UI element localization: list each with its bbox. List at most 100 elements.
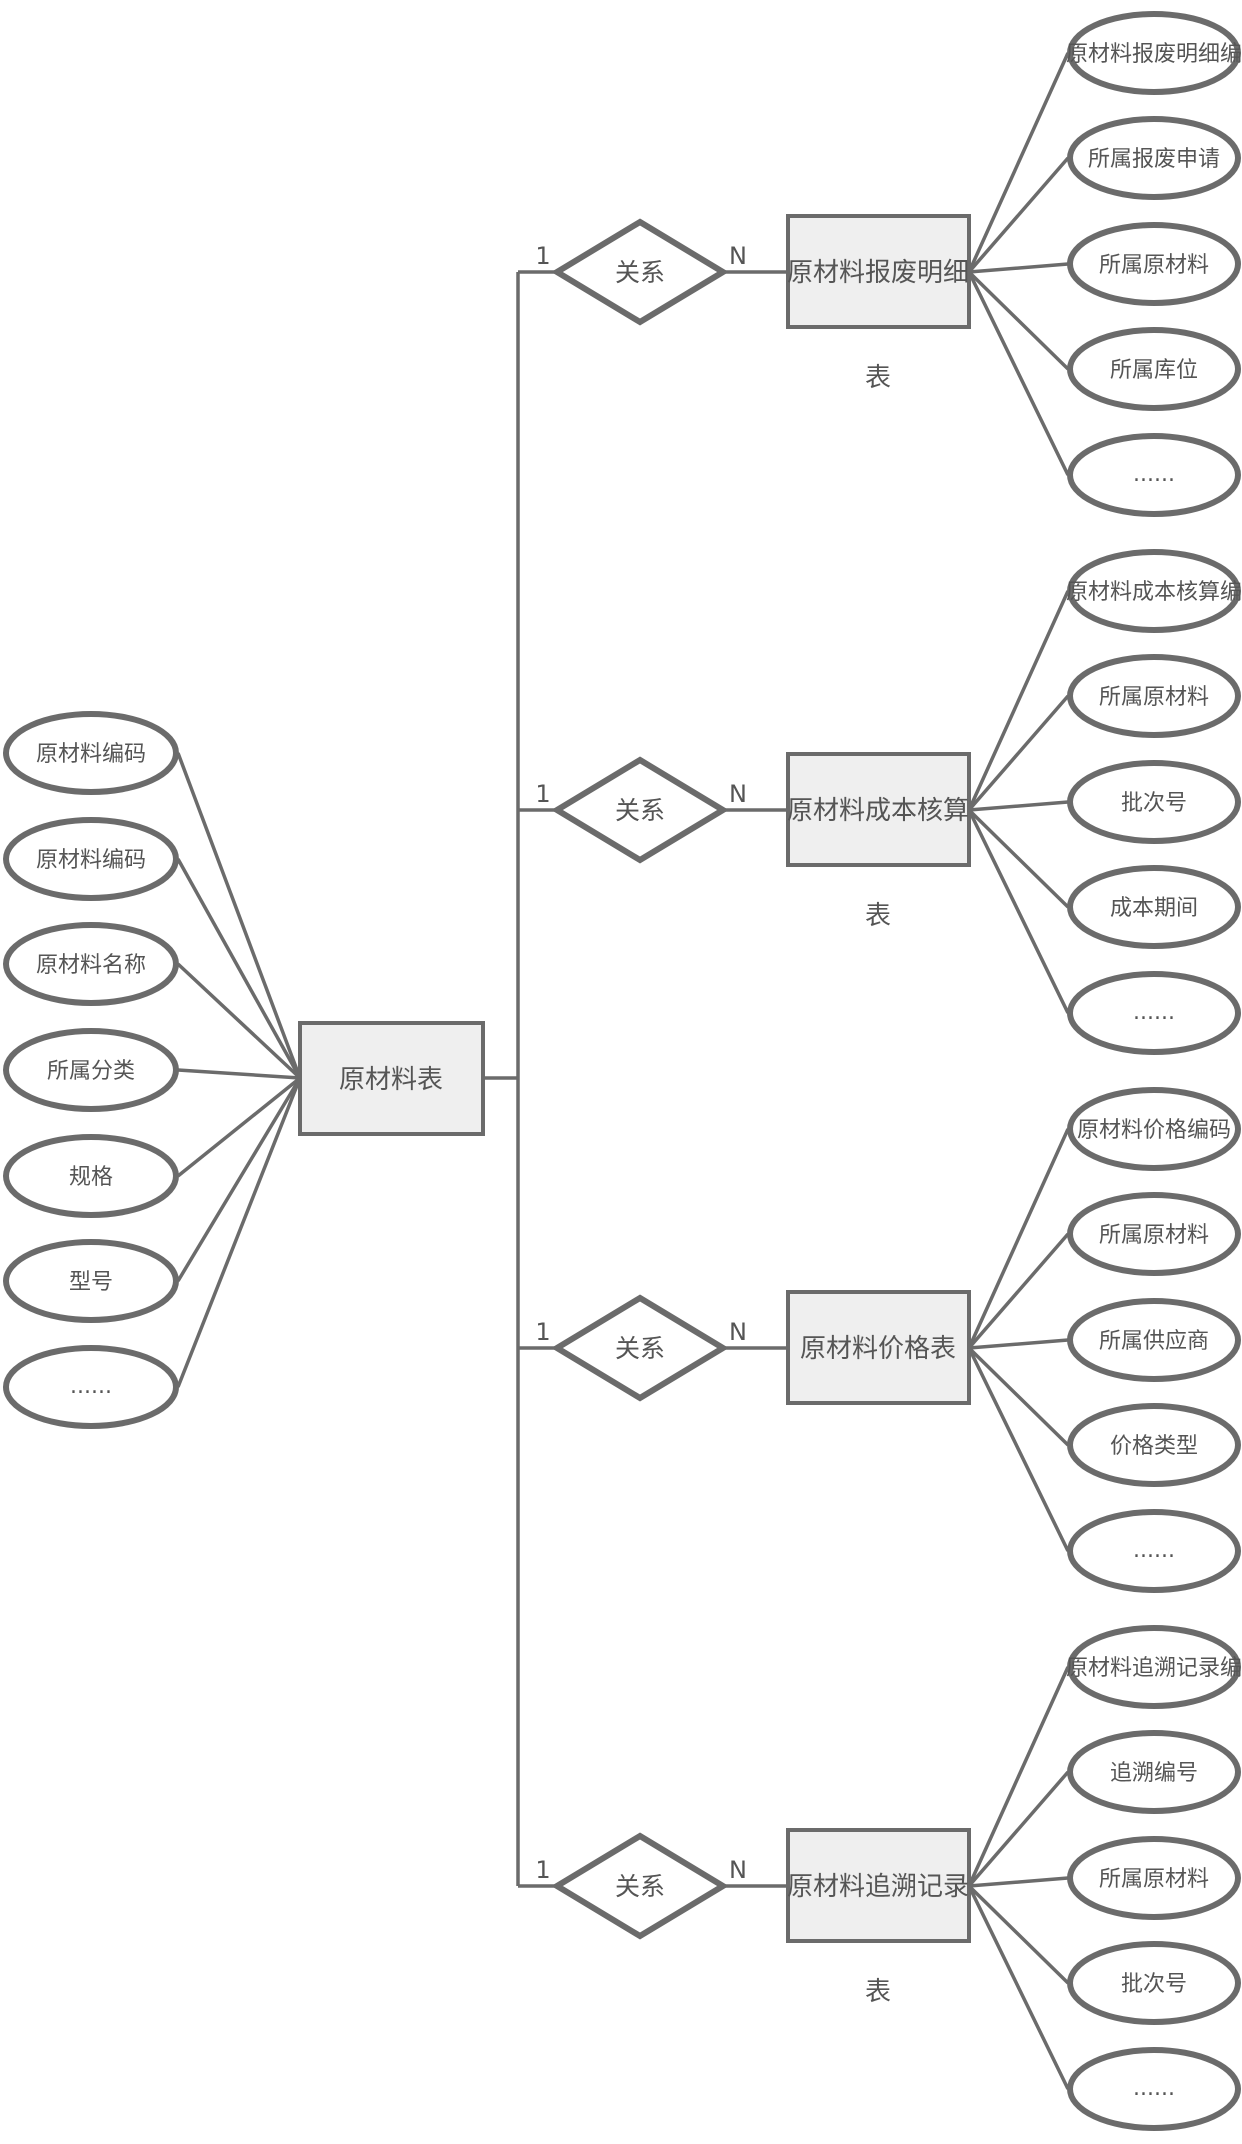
attribute-node[interactable]: 原材料成本核算编: [1066, 549, 1242, 633]
attribute-node[interactable]: 所属报废申请: [1067, 116, 1241, 200]
attribute-label: 原材料追溯记录编: [1066, 1656, 1242, 1681]
relationship-diamond[interactable]: 关系: [551, 1832, 729, 1940]
attribute-node[interactable]: 原材料名称: [3, 922, 179, 1006]
attribute-connector: [176, 1077, 302, 1388]
attribute-label: ......: [1133, 462, 1175, 487]
attribute-node[interactable]: 批次号: [1067, 1941, 1241, 2025]
attribute-connector: [967, 1346, 1070, 1447]
attribute-node[interactable]: 所属原材料: [1067, 222, 1241, 306]
attribute-label: 所属供应商: [1099, 1329, 1209, 1354]
entity-label-continuation: 表: [865, 901, 891, 931]
attribute-connector: [176, 962, 302, 1080]
attribute-node[interactable]: 原材料报废明细编: [1066, 11, 1242, 95]
attribute-node[interactable]: ......: [1067, 433, 1241, 517]
attribute-label: 所属报废申请: [1088, 147, 1220, 172]
attribute-node[interactable]: 所属库位: [1067, 327, 1241, 411]
main-entity-label: 原材料表: [339, 1065, 443, 1095]
attribute-label: 原材料报废明细编: [1066, 42, 1242, 67]
entity-label: 原材料报废明细: [787, 258, 969, 288]
attribute-connector: [968, 800, 1069, 812]
attribute-label: 价格类型: [1110, 1434, 1198, 1459]
attribute-connector: [967, 1885, 1070, 2090]
relationship-label: 关系: [615, 796, 665, 825]
relationship-label: 关系: [615, 258, 665, 287]
relationship-group-trace: 关系 1 N 原材料追溯记录 表 原材料追溯记录编 追溯编号 所属原材料 批: [535, 1625, 1242, 2131]
attribute-label: ......: [1133, 1000, 1175, 1025]
relationship-group-cost: 关系 1 N 原材料成本核算 表 原材料成本核算编 所属原材料 批次号 成本: [535, 549, 1242, 1055]
connector-lines: [176, 52, 1070, 2090]
attribute-node[interactable]: 追溯编号: [1067, 1730, 1241, 1814]
relationship-diamond[interactable]: 关系: [551, 218, 729, 326]
attribute-label: 原材料成本核算编: [1066, 580, 1242, 605]
relationship-label: 关系: [615, 1334, 665, 1363]
cardinality-one: 1: [535, 1856, 550, 1884]
entity-label: 原材料价格表: [800, 1334, 956, 1364]
attribute-node[interactable]: ......: [1067, 1509, 1241, 1593]
attribute-node[interactable]: 原材料价格编码: [1067, 1087, 1241, 1171]
relationship-group-scrap: 关系 1 N 原材料报废明细 表 原材料报废明细编 所属报废申请 所属原材料: [535, 11, 1242, 517]
attribute-node[interactable]: 型号: [3, 1239, 179, 1323]
entity-label-continuation: 表: [865, 363, 891, 393]
entity-trace-record[interactable]: 原材料追溯记录: [786, 1828, 971, 1943]
attribute-label: 原材料名称: [36, 953, 146, 978]
cardinality-many: N: [729, 1318, 747, 1346]
attribute-node[interactable]: 所属原材料: [1067, 654, 1241, 738]
attribute-node[interactable]: 价格类型: [1067, 1403, 1241, 1487]
attribute-connector: [968, 1338, 1069, 1350]
attribute-connector: [967, 1232, 1070, 1350]
attribute-connector: [967, 156, 1070, 274]
relationship-diamond[interactable]: 关系: [551, 1294, 729, 1402]
cardinality-one: 1: [535, 1318, 550, 1346]
attribute-node[interactable]: 所属原材料: [1067, 1836, 1241, 1920]
attribute-node[interactable]: ......: [1067, 971, 1241, 1055]
attribute-node[interactable]: 原材料编码: [3, 817, 179, 901]
attribute-connector: [968, 1876, 1069, 1888]
attribute-node[interactable]: 所属原材料: [1067, 1192, 1241, 1276]
attribute-label: 规格: [69, 1165, 113, 1190]
attribute-connector: [967, 1128, 1070, 1349]
attribute-label: 所属原材料: [1099, 1867, 1209, 1892]
attribute-label: 所属原材料: [1099, 685, 1209, 710]
cardinality-one: 1: [535, 780, 550, 808]
attribute-label: 型号: [69, 1270, 113, 1295]
attribute-node[interactable]: ......: [1067, 2047, 1241, 2131]
attribute-connector: [967, 270, 1070, 371]
attribute-label: 原材料价格编码: [1077, 1118, 1231, 1143]
attribute-label: ......: [1133, 2076, 1175, 2101]
attribute-label: ......: [70, 1374, 112, 1399]
attribute-node[interactable]: 所属分类: [3, 1028, 179, 1112]
entity-cost-accounting[interactable]: 原材料成本核算: [786, 752, 971, 867]
cardinality-many: N: [729, 242, 747, 270]
attribute-label: 所属原材料: [1099, 253, 1209, 278]
main-entity-attributes: 原材料编码 原材料编码 原材料名称 所属分类 规格 型号 ......: [3, 711, 179, 1429]
attribute-label: 所属原材料: [1099, 1223, 1209, 1248]
entity-price[interactable]: 原材料价格表: [786, 1290, 971, 1405]
attribute-label: 批次号: [1121, 1972, 1187, 1997]
attribute-connector: [967, 590, 1070, 811]
cardinality-many: N: [729, 1856, 747, 1884]
main-entity[interactable]: 原材料表: [298, 1021, 485, 1136]
attribute-label: 所属分类: [47, 1059, 135, 1084]
attribute-label: 成本期间: [1110, 896, 1198, 921]
attribute-connector: [967, 1666, 1070, 1887]
attribute-node[interactable]: 原材料追溯记录编: [1066, 1625, 1242, 1709]
attribute-connector: [176, 1076, 302, 1178]
attribute-node[interactable]: 成本期间: [1067, 865, 1241, 949]
attribute-label: 原材料编码: [36, 848, 146, 873]
relationship-label: 关系: [615, 1872, 665, 1901]
attribute-node[interactable]: 规格: [3, 1134, 179, 1218]
relationship-diamond[interactable]: 关系: [551, 756, 729, 864]
attribute-node[interactable]: 原材料编码: [3, 711, 179, 795]
entity-scrap-detail[interactable]: 原材料报废明细: [786, 214, 971, 329]
attribute-connector: [967, 1884, 1070, 1985]
attribute-node[interactable]: ......: [3, 1345, 179, 1429]
entity-label: 原材料成本核算: [787, 796, 969, 826]
attribute-connector: [177, 1068, 301, 1080]
attribute-connector: [176, 752, 302, 1079]
attribute-label: 原材料编码: [36, 742, 146, 767]
cardinality-many: N: [729, 780, 747, 808]
attribute-node[interactable]: 所属供应商: [1067, 1298, 1241, 1382]
attribute-node[interactable]: 批次号: [1067, 760, 1241, 844]
attribute-label: 批次号: [1121, 791, 1187, 816]
